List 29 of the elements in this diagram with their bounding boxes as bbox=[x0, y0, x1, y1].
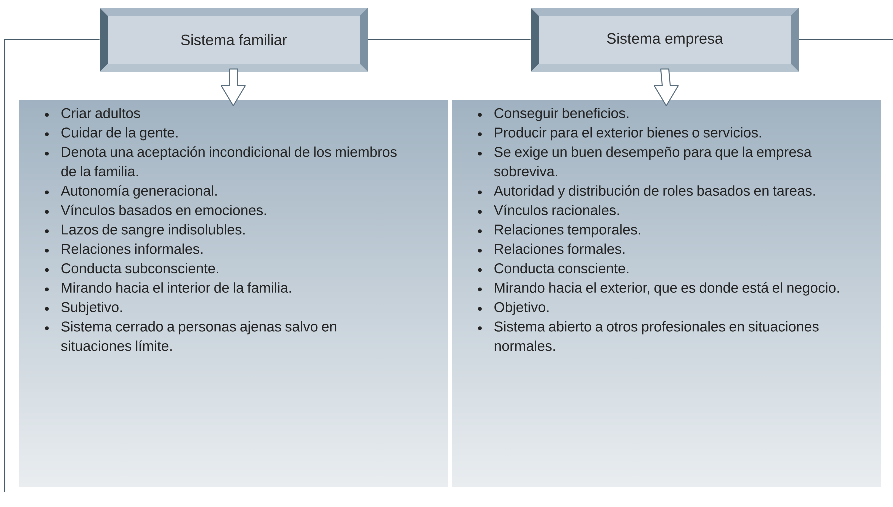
list-item: Lazos de sangre indisolubles. bbox=[45, 224, 245, 238]
text-panel bbox=[45, 108, 397, 352]
list-item: Mirando hacia el exterior, que es donde está el negocio. bbox=[478, 282, 840, 296]
list-item: Conducta subconsciente. bbox=[45, 263, 219, 274]
list-item: Denota una aceptación incondicional de los miembros de la familia. bbox=[45, 146, 397, 177]
connector-line bbox=[4, 40, 100, 492]
list-item: Objetivo. bbox=[478, 302, 549, 316]
list-item: Vínculos racionales. bbox=[478, 204, 620, 216]
list-item: Vínculos basados en emociones. bbox=[45, 204, 266, 216]
list-item: Conseguir beneficios. bbox=[478, 108, 629, 122]
list-item: Relaciones temporales. bbox=[478, 224, 640, 238]
list-item: Autonomía generacional. bbox=[45, 185, 217, 199]
list-item: Sistema abierto a otros profesionales en situaciones normales. bbox=[478, 321, 819, 352]
header-box: Sistema familiar bbox=[100, 8, 368, 72]
text-panel bbox=[478, 108, 840, 352]
block-arrow bbox=[221, 68, 246, 106]
list-item: Cuidar de la gente. bbox=[45, 127, 178, 141]
header-box: Sistema empresa bbox=[531, 8, 799, 72]
list-item: Relaciones formales. bbox=[478, 244, 625, 254]
list-item: Mirando hacia el interior de la familia. bbox=[45, 282, 292, 294]
list-item: Autoridad y distribución de roles basados en tareas. bbox=[478, 185, 816, 199]
list-item: Sistema cerrado a personas ajenas salvo en situaciones límite. bbox=[45, 321, 337, 352]
list-item: Conducta consciente. bbox=[478, 263, 629, 274]
list-item: Subjetivo. bbox=[45, 302, 122, 316]
list-item: Se exige un buen desempeño para que la empresa sobreviva. bbox=[478, 146, 812, 177]
list-item: Producir para el exterior bienes o servicios. bbox=[478, 127, 762, 141]
list-item: Relaciones informales. bbox=[45, 244, 203, 254]
list-item: Criar adultos bbox=[45, 108, 140, 118]
block-arrow bbox=[654, 68, 679, 106]
